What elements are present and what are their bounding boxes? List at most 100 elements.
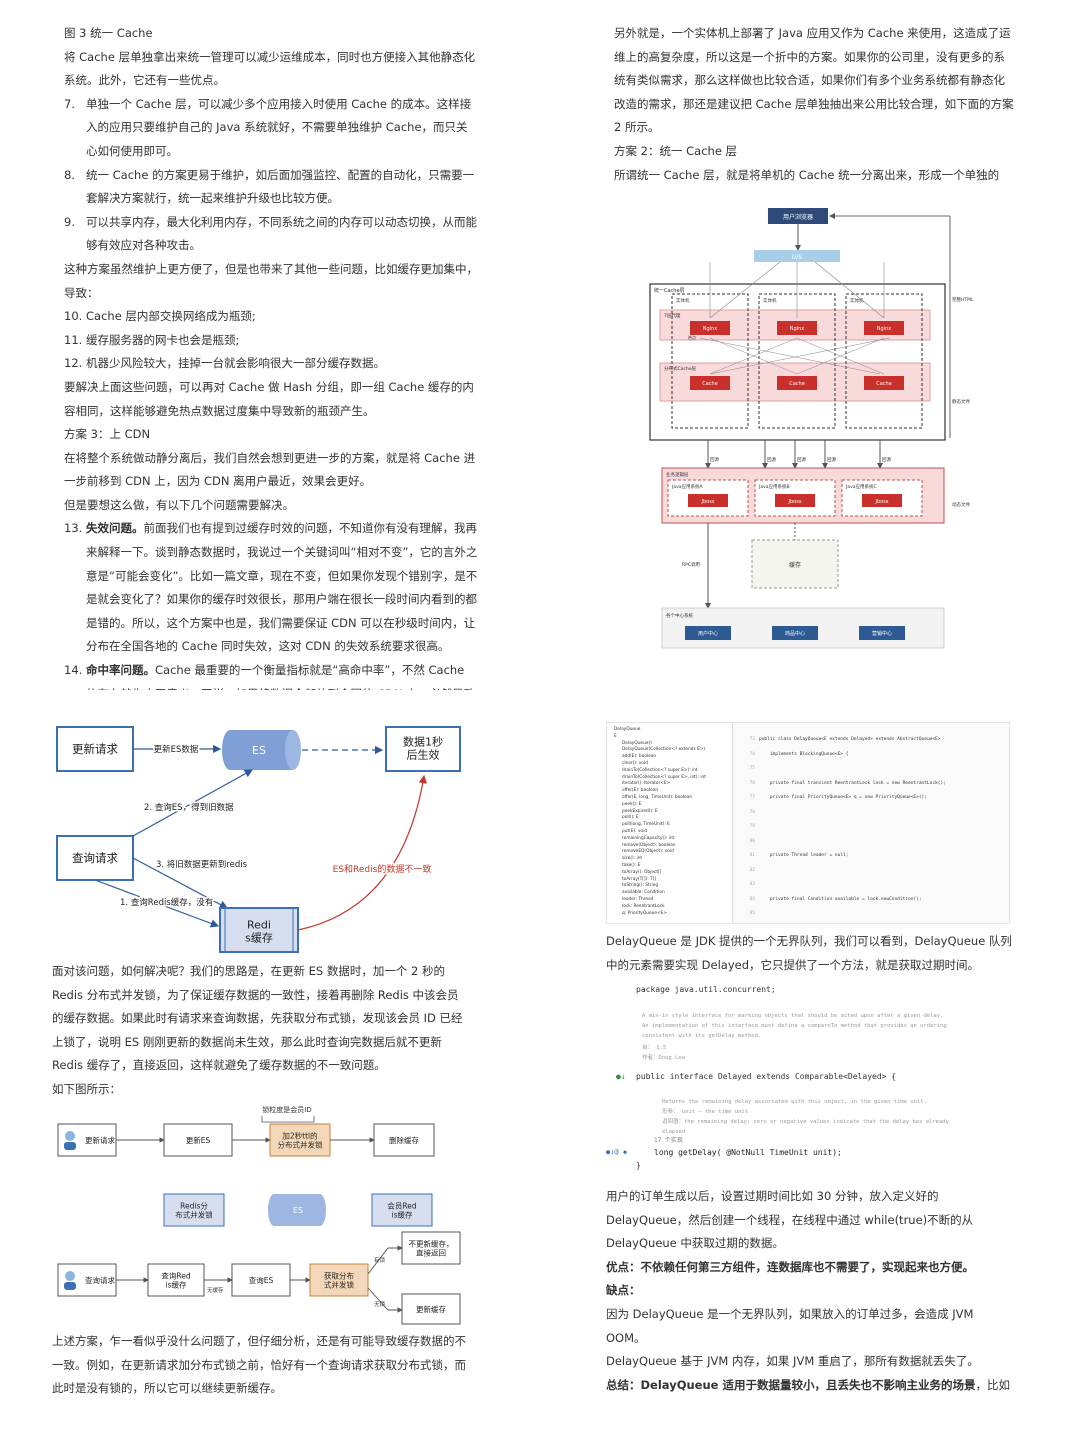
structure-item[interactable]: peek(): E (622, 801, 642, 807)
no-update-box (401, 1231, 461, 1265)
java-app-label: Java应用系统B (758, 483, 790, 490)
line-number: 76 (749, 780, 755, 786)
structure-item[interactable]: E (614, 733, 617, 739)
override-icon: ●↓@ ◆ (606, 1148, 628, 1156)
structure-item[interactable]: size(): int (622, 856, 643, 862)
structure-item[interactable]: offer(E): boolean (622, 788, 659, 794)
browser-box (768, 208, 828, 224)
cache-label: Cache (702, 381, 718, 387)
delete-cache-box (373, 1123, 435, 1157)
update-es-box (163, 1123, 233, 1157)
structure-item[interactable]: DelayQueue(Collection<? extends E>) (622, 747, 706, 753)
structure-item[interactable]: iterator(): Iterator<E> (622, 781, 671, 787)
after-label: 数据1秒后生效 (403, 735, 443, 762)
code-line: implements BlockingQueue<E> { (759, 751, 849, 757)
update-cache-label: 更新缓存 (416, 1304, 446, 1314)
structure-item[interactable]: DelayQueue (614, 727, 641, 732)
structure-item[interactable]: leader: Thread (622, 896, 654, 902)
update-request-box (56, 726, 134, 772)
structure-item[interactable]: peekExpired(): E (622, 808, 658, 814)
structure-item[interactable]: add(E): boolean (622, 754, 657, 760)
query-request-label: 查询请求 (72, 851, 118, 865)
jboss-label: Jboss (875, 499, 889, 505)
es-cylinder (222, 730, 300, 770)
structure-item[interactable]: offer(E, long, TimeUnit): boolean (622, 794, 693, 800)
db-cache-label: 缓存 (789, 561, 801, 569)
section-heading: 方案 2：统一 Cache 层 (614, 143, 738, 158)
paragraph: 所谓统一 Cache 层，就是将单机的 Cache 统一分离出来，形成一个单独的… (614, 167, 1000, 182)
cache-layer-box (649, 283, 946, 441)
code-line (759, 806, 1007, 821)
no-lock-label: 无锁 (374, 1300, 386, 1308)
paragraph: DelayQueue 基于 JVM 内存，如果 JVM 重启了，那所有数据就丢失… (606, 1354, 979, 1369)
update-es-label: 更新ES数据 (154, 744, 199, 755)
structure-item[interactable]: available: Condition (622, 890, 665, 896)
lock-id-label: 锁粒度是会员ID (262, 1105, 311, 1114)
structure-item[interactable]: q: PriorityQueue<E> (622, 910, 667, 916)
proxy-label: 7层代理 (664, 312, 681, 319)
line-number: 82 (749, 867, 755, 873)
code-method-doc: Returns the remaining delay associated w… (662, 1099, 949, 1135)
list-item: 12.机器少风险较大，挂掉一台就会影响很大一部分缓存数据。 (64, 356, 385, 371)
dist-label: 分布式Cache层 (664, 365, 696, 372)
paragraph-delayqueue: DelayQueue 是 JDK 提供的一个无界队列，我们可以看到，DelayQ… (606, 930, 1012, 978)
delete-cache-label: 删除缓存 (389, 1135, 419, 1145)
no-update-label: 不更新缓存，直接返回 (409, 1239, 454, 1258)
inconsistent-label: ES和Redis的数据不一致 (333, 863, 432, 875)
paragraph: 另外就是，一个实体机上部署了 Java 应用又作为 Cache 来使用，这造成了… (614, 26, 1014, 135)
dynamic-file-label: 动态文件 (952, 501, 970, 508)
code-line (759, 864, 1007, 879)
java-app-label: Java应用系统C (845, 483, 877, 490)
after-box (385, 726, 461, 772)
structure-item[interactable]: poll(long, TimeUnit): E (622, 822, 670, 828)
line-number: 77 (749, 795, 755, 800)
structure-item[interactable]: drainTo(Collection<? super E>, int): int (622, 774, 706, 780)
product-center-label: 商品中心 (785, 630, 805, 637)
code-line (759, 878, 1007, 893)
list-item: 7.单独一个 Cache 层，可以减少多个应用接入时使用 Cache 的成本。这… (64, 96, 472, 158)
structure-item[interactable]: remove(Object): boolean (622, 842, 676, 848)
link-label: 回源 (827, 456, 836, 463)
structure-item[interactable]: put(E): void (622, 828, 648, 834)
disadvantage-label: 缺点： (606, 1283, 641, 1298)
get-lock-label: 获取分布式并发锁 (324, 1271, 354, 1290)
paragraph: 但是要想这么做，有以下几个问题需要解决。 (64, 497, 294, 512)
user-icon (65, 1131, 75, 1141)
section-heading: 方案 3：上 CDN (64, 427, 151, 442)
structure-item[interactable]: toString(): String (622, 883, 659, 889)
line-number: 81 (749, 853, 755, 858)
structure-item[interactable]: drainTo(Collection<? super E>): int (622, 767, 698, 773)
implements-icon: ●↓ (616, 1072, 626, 1081)
structure-item[interactable]: removeEQ(Object): void (622, 849, 674, 855)
structure-item[interactable]: clear(): void (622, 760, 648, 766)
cache-box (690, 376, 730, 390)
trade-center-box (859, 626, 905, 640)
quadrant-bottom-left-text: 面对该问题，如何解决呢？我们的思路是，在更新 ES 数据时，加一个 2 秒的 R… (52, 960, 466, 1098)
center-systems-label: 各个中心系统 (666, 612, 693, 619)
paragraph: 用户的订单生成以后，设置过期时间比如 30 分钟，放入定义好的 DelayQue… (606, 1189, 974, 1251)
update-cache-box (401, 1293, 461, 1325)
structure-item[interactable]: lock: ReentrantLock (622, 903, 665, 909)
link-label: 回源 (797, 456, 806, 463)
code-line: public class DelayQueue<E extends Delaye… (759, 737, 941, 742)
nginx-box (777, 321, 817, 335)
structure-item[interactable]: poll(): E (622, 815, 639, 821)
structure-item[interactable]: remainingCapacity(): int (622, 835, 675, 841)
structure-item[interactable]: take(): E (622, 862, 641, 868)
structure-item[interactable]: toArray(T[]): T[] (622, 876, 657, 882)
structure-item[interactable]: DelayQueue() (622, 740, 652, 746)
inconsistency-diagram: 更新请求 更新ES数据 ES 数据1秒后生效 查询请求 2. 查询ES，得到旧数… (56, 726, 461, 953)
paragraph: 将 Cache 层单独拿出来统一管理可以减少运维成本，同时也方便接入其他静态化系… (64, 49, 476, 88)
nginx-label: Nginx (703, 326, 717, 332)
rpc-label: RPC调用 (682, 561, 700, 568)
code-declaration: public interface Delayed extends Compara… (636, 1072, 897, 1081)
query-redis-box (147, 1263, 205, 1297)
implementations-count: 17 个实现 (654, 1137, 683, 1144)
update-request-label: 更新请求 (85, 1135, 115, 1145)
structure-item[interactable]: toArray(): Object[] (622, 869, 662, 875)
nginx-label: Nginx (877, 326, 891, 332)
advantage: 优点：不依赖任何第三方组件，连数据库也不需要了，实现起来也方便。 (606, 1259, 974, 1274)
lvs-box (754, 250, 840, 262)
